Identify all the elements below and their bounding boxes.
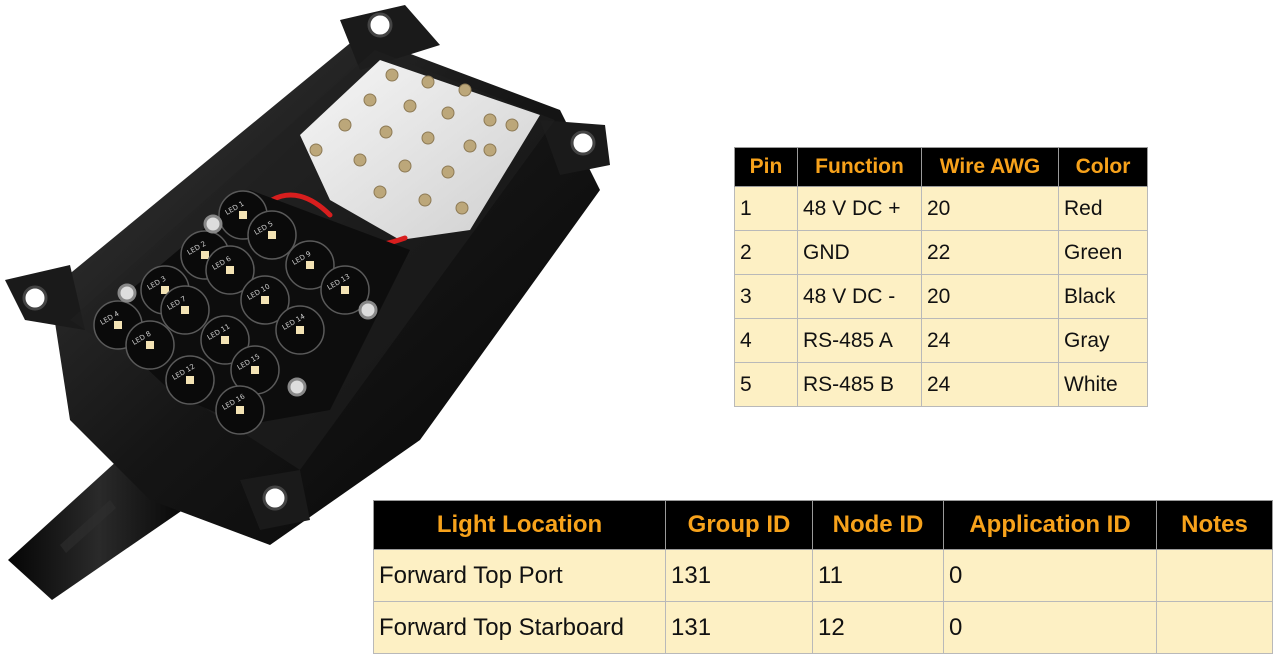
id-table: Light Location Group ID Node ID Applicat… [373, 500, 1273, 654]
mounting-hole-bottom [262, 485, 288, 511]
id-table-header-row: Light Location Group ID Node ID Applicat… [373, 500, 1273, 550]
led-chip [186, 376, 194, 384]
mounting-hole-left [22, 285, 48, 311]
mounting-hole-right [570, 130, 596, 156]
id-table-header: Application ID [943, 500, 1157, 550]
color-cell: Gray [1058, 318, 1148, 363]
id-table-header: Node ID [812, 500, 944, 550]
application-id-cell: 0 [943, 601, 1157, 654]
awg-cell: 24 [921, 318, 1059, 363]
pin-table-header: Wire AWG [921, 147, 1059, 187]
id-table-header: Notes [1156, 500, 1273, 550]
led-chip [146, 341, 154, 349]
led-chip [221, 336, 229, 344]
pin-cell: 2 [734, 230, 798, 275]
function-cell: RS-485 A [797, 318, 922, 363]
pin-cell: 4 [734, 318, 798, 363]
pin-cell: 5 [734, 362, 798, 407]
awg-cell: 20 [921, 274, 1059, 319]
led-chip [251, 366, 259, 374]
id-table-header: Group ID [665, 500, 813, 550]
table-row: Forward Top Port 131 11 0 [373, 549, 1273, 602]
table-row: 2 GND 22 Green [734, 230, 1148, 275]
group-id-cell: 131 [665, 549, 813, 602]
led-chip [261, 296, 269, 304]
color-cell: Black [1058, 274, 1148, 319]
application-id-cell: 0 [943, 549, 1157, 602]
led-chip [226, 266, 234, 274]
notes-cell [1156, 601, 1273, 654]
led-chip [296, 326, 304, 334]
notes-cell [1156, 549, 1273, 602]
led-chip [114, 321, 122, 329]
pin-table-header-row: Pin Function Wire AWG Color [734, 147, 1148, 187]
function-cell: 48 V DC + [797, 186, 922, 231]
mounting-hole-top [367, 12, 393, 38]
function-cell: GND [797, 230, 922, 275]
table-row: 5 RS-485 B 24 White [734, 362, 1148, 407]
table-row: 3 48 V DC - 20 Black [734, 274, 1148, 319]
pin-cell: 3 [734, 274, 798, 319]
pin-table-header: Pin [734, 147, 798, 187]
reflector-plate [300, 60, 540, 240]
led-chip [306, 261, 314, 269]
pin-table-header: Function [797, 147, 922, 187]
led-chip [341, 286, 349, 294]
color-cell: White [1058, 362, 1148, 407]
color-cell: Green [1058, 230, 1148, 275]
node-id-cell: 11 [812, 549, 944, 602]
led-chip [239, 211, 247, 219]
led-chip [161, 286, 169, 294]
group-id-cell: 131 [665, 601, 813, 654]
led-chip [236, 406, 244, 414]
table-row: 1 48 V DC + 20 Red [734, 186, 1148, 231]
location-cell: Forward Top Starboard [373, 601, 666, 654]
table-row: 4 RS-485 A 24 Gray [734, 318, 1148, 363]
color-cell: Red [1058, 186, 1148, 231]
function-cell: RS-485 B [797, 362, 922, 407]
function-cell: 48 V DC - [797, 274, 922, 319]
awg-cell: 20 [921, 186, 1059, 231]
pin-cell: 1 [734, 186, 798, 231]
id-table-header: Light Location [373, 500, 666, 550]
awg-cell: 24 [921, 362, 1059, 407]
pin-table: Pin Function Wire AWG Color 1 48 V DC + … [734, 147, 1148, 407]
led-chip [268, 231, 276, 239]
node-id-cell: 12 [812, 601, 944, 654]
awg-cell: 22 [921, 230, 1059, 275]
led-chip [201, 251, 209, 259]
table-row: Forward Top Starboard 131 12 0 [373, 601, 1273, 654]
pin-table-header: Color [1058, 147, 1148, 187]
location-cell: Forward Top Port [373, 549, 666, 602]
led-chip [181, 306, 189, 314]
